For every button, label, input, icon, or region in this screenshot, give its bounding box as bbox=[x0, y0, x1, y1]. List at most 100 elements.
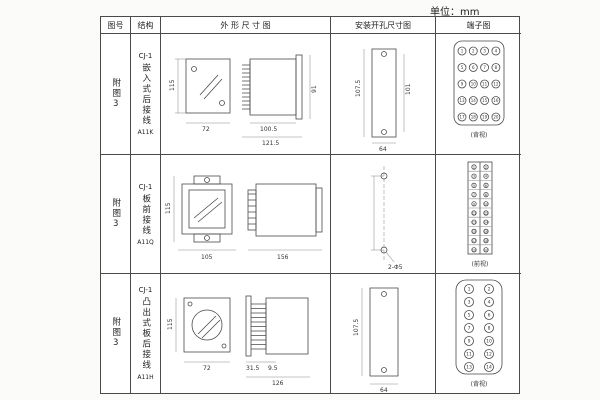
svg-text:16: 16 bbox=[493, 98, 499, 103]
structure-cell-row2: CJ-1 板前接线 A11Q bbox=[131, 155, 161, 274]
structure-cell-row1: CJ-1 嵌入式后接线 A11K bbox=[131, 34, 161, 155]
svg-text:3: 3 bbox=[468, 299, 471, 305]
structure-cell-row3: CJ-1 凸出式板后接线 A11H bbox=[131, 274, 161, 393]
svg-text:8: 8 bbox=[485, 193, 487, 197]
svg-text:14: 14 bbox=[486, 364, 492, 370]
dim-label: 115 bbox=[165, 202, 172, 214]
svg-text:19: 19 bbox=[482, 115, 488, 120]
svg-text:7: 7 bbox=[468, 325, 471, 331]
svg-text:8: 8 bbox=[495, 65, 498, 70]
svg-text:20: 20 bbox=[484, 248, 488, 252]
svg-text:11: 11 bbox=[466, 351, 472, 357]
fig-no-cell-row2: 附图3 bbox=[101, 155, 131, 274]
fig-no-label: 附图3 bbox=[110, 77, 121, 111]
svg-text:9: 9 bbox=[473, 202, 475, 206]
structure-name: 板前接线 bbox=[140, 193, 151, 236]
dim-label: 121.5 bbox=[262, 140, 279, 147]
outline-drawing-a11q: 115 105 156 bbox=[165, 175, 322, 261]
svg-text:10: 10 bbox=[484, 202, 488, 206]
fig-no-label: 附图3 bbox=[110, 317, 121, 350]
mounting-cell-row3: 107.5 64 bbox=[331, 274, 436, 393]
svg-text:12: 12 bbox=[486, 351, 492, 357]
model-label: CJ-1 bbox=[138, 52, 153, 60]
dim-label: 64 bbox=[380, 387, 388, 394]
svg-text:12: 12 bbox=[493, 82, 499, 87]
svg-text:2: 2 bbox=[485, 166, 487, 170]
svg-text:5: 5 bbox=[468, 312, 471, 318]
svg-text:11: 11 bbox=[472, 212, 476, 216]
svg-text:13: 13 bbox=[472, 221, 476, 225]
svg-text:15: 15 bbox=[482, 98, 488, 103]
dim-label: 105 bbox=[201, 254, 213, 261]
dim-label: 115 bbox=[169, 79, 176, 91]
svg-text:18: 18 bbox=[484, 239, 488, 243]
model-code: A11H bbox=[137, 373, 154, 381]
svg-text:19: 19 bbox=[472, 248, 476, 252]
svg-text:2: 2 bbox=[488, 286, 491, 292]
fig-no-cell-row3: 附图3 bbox=[101, 274, 131, 393]
svg-text:6: 6 bbox=[488, 312, 491, 318]
dim-label: 72 bbox=[202, 126, 210, 133]
dim-label: 2-Φ5 bbox=[388, 264, 403, 271]
dim-label: 115 bbox=[167, 318, 174, 330]
structure-name: 嵌入式后接线 bbox=[140, 63, 151, 126]
unit-label: 单位：mm bbox=[430, 7, 480, 18]
svg-text:17: 17 bbox=[472, 239, 476, 243]
header-mounting: 安装开孔尺寸图 bbox=[331, 17, 436, 34]
svg-text:4: 4 bbox=[495, 49, 498, 54]
dim-label: 91 bbox=[311, 85, 318, 93]
model-label: CJ-1 bbox=[138, 182, 153, 191]
dim-label: 31.5 bbox=[246, 365, 260, 372]
svg-text:1: 1 bbox=[473, 166, 475, 170]
svg-text:5: 5 bbox=[461, 65, 464, 70]
svg-text:11: 11 bbox=[482, 82, 488, 87]
svg-text:10: 10 bbox=[486, 338, 492, 344]
mounting-drawing-a11h: 107.5 64 bbox=[353, 287, 398, 394]
svg-text:5: 5 bbox=[473, 184, 475, 188]
outline-drawing-a11h: 115 72 31.5 9.5 126 bbox=[167, 295, 310, 387]
svg-text:7: 7 bbox=[473, 193, 475, 197]
dim-label: 107.5 bbox=[355, 80, 362, 97]
svg-text:9: 9 bbox=[461, 82, 464, 87]
header-structure: 结构 bbox=[131, 17, 161, 34]
svg-text:1: 1 bbox=[468, 286, 471, 292]
header-outline: 外 形 尺 寸 图 bbox=[161, 17, 331, 34]
dim-label: 126 bbox=[272, 380, 284, 387]
svg-text:14: 14 bbox=[471, 98, 477, 103]
svg-text:20: 20 bbox=[493, 115, 499, 120]
structure-name: 凸出式板后接线 bbox=[140, 297, 151, 371]
svg-text:12: 12 bbox=[484, 212, 488, 216]
dim-label: 9.5 bbox=[268, 365, 278, 372]
header-terminal: 端子图 bbox=[436, 17, 521, 34]
dim-label: 64 bbox=[379, 146, 387, 153]
svg-text:4: 4 bbox=[488, 299, 491, 305]
model-code: A11Q bbox=[137, 238, 154, 246]
terminal-view-label: (背视) bbox=[471, 380, 488, 388]
svg-text:8: 8 bbox=[488, 325, 491, 331]
fig-no-cell-row1: 附图3 bbox=[101, 34, 131, 155]
dim-label: 156 bbox=[277, 254, 289, 261]
mounting-cell-row1: 107.5 101 64 bbox=[331, 34, 436, 155]
svg-text:1: 1 bbox=[461, 49, 464, 54]
svg-text:13: 13 bbox=[459, 98, 465, 103]
terminal-view-label: (背视) bbox=[471, 131, 488, 139]
terminal-view-label: (前视) bbox=[472, 260, 489, 268]
model-label: CJ-1 bbox=[138, 286, 153, 295]
dim-label: 100.5 bbox=[260, 126, 277, 133]
outline-cell-row3: 115 72 31.5 9.5 126 bbox=[161, 274, 331, 393]
header-fig-no: 图号 bbox=[101, 17, 131, 34]
svg-text:9: 9 bbox=[468, 338, 471, 344]
outline-cell-row2: 115 105 156 bbox=[161, 155, 331, 274]
svg-text:6: 6 bbox=[485, 184, 487, 188]
mounting-drawing-a11k: 107.5 101 64 bbox=[355, 48, 412, 153]
svg-text:10: 10 bbox=[471, 82, 477, 87]
svg-text:15: 15 bbox=[472, 230, 476, 234]
